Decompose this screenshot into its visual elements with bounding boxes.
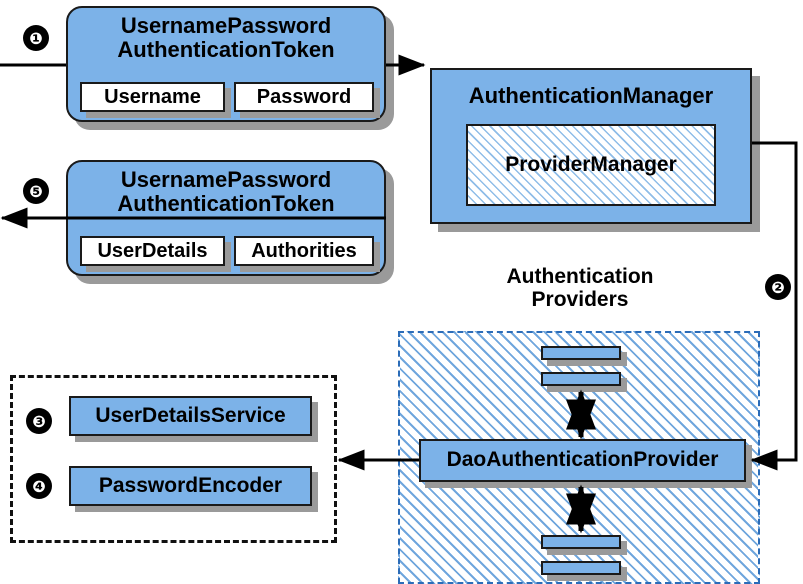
passwordencoder-box: PasswordEncoder (69, 466, 312, 506)
password-field: Password (234, 82, 374, 112)
step-marker-2: ❷ (765, 274, 791, 300)
username-field: Username (80, 82, 225, 112)
providers-label-line2: Providers (531, 288, 629, 312)
request-token-title-line2: AuthenticationToken (117, 36, 335, 62)
authorities-field: Authorities (234, 236, 374, 266)
provider-bar-bottom-1 (541, 535, 621, 549)
providers-label-line1: Authentication (506, 265, 654, 288)
provider-bar-top-2 (541, 372, 621, 386)
step-marker-4: ❹ (26, 473, 52, 499)
authentication-manager-title: AuthenticationManager (468, 83, 714, 108)
step-marker-3: ❸ (26, 408, 52, 434)
userdetailsservice-box: UserDetailsService (69, 396, 312, 436)
step-marker-1: ❶ (23, 25, 49, 51)
step-marker-5: ❺ (23, 178, 49, 204)
response-token-title-line2: AuthenticationToken (117, 190, 335, 216)
provider-manager-box: ProviderManager (466, 124, 716, 206)
provider-bar-top-1 (541, 346, 621, 360)
response-token-title-line1: UsernamePassword (120, 167, 332, 192)
provider-manager-label: ProviderManager (505, 153, 677, 176)
provider-bar-bottom-2 (541, 561, 621, 575)
request-token-title-line1: UsernamePassword (120, 13, 332, 38)
providers-label: Authentication Providers (470, 265, 690, 311)
services-group (10, 375, 337, 543)
userdetails-field: UserDetails (80, 236, 225, 266)
dao-provider-box: DaoAuthenticationProvider (419, 439, 746, 482)
